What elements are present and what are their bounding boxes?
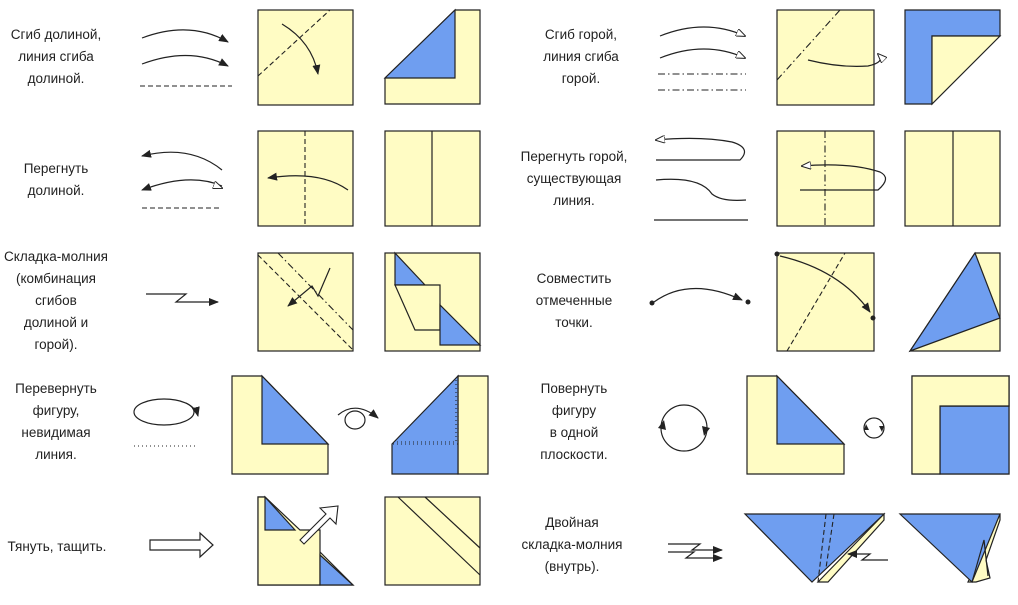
symbol-pull bbox=[149, 531, 214, 559]
label-double-pleat: Двойная складка-молния (внутрь). bbox=[521, 515, 623, 574]
step-pull-after bbox=[384, 496, 481, 586]
step-crease-mountain-before bbox=[776, 130, 887, 227]
symbol-double-pleat bbox=[668, 543, 723, 562]
step-crease-mountain-after bbox=[904, 130, 1001, 227]
step-mountain-fold-after bbox=[904, 9, 1002, 106]
label-rotate: Повернуть фигуру в одной плоскости. bbox=[540, 381, 608, 462]
label-pull: Тянуть, тащить. bbox=[7, 539, 107, 554]
step-match-points-before bbox=[774, 251, 876, 352]
step-crease-valley-after bbox=[384, 130, 481, 227]
label-turn-over: Перевернуть фигуру, невидимая линия. bbox=[15, 381, 97, 462]
label-match-points: Совместить отмеченные точки. bbox=[535, 271, 613, 330]
step-valley-fold-before bbox=[257, 9, 354, 106]
step-valley-fold-after bbox=[383, 8, 481, 105]
symbol-turn-over-small bbox=[337, 407, 379, 430]
label-crease-mountain: Перегнуть горой, существующая линия. bbox=[520, 149, 628, 208]
symbol-pleat bbox=[146, 293, 219, 306]
label-valley-fold: Сгиб долиной, линия сгиба долиной. bbox=[10, 27, 102, 86]
step-turn-over-after bbox=[391, 374, 489, 475]
step-double-pleat-before bbox=[743, 512, 888, 583]
label-pleat: Складка-молния (комбинация сгибов долино… bbox=[4, 249, 108, 352]
symbol-crease-valley bbox=[141, 149, 222, 209]
step-match-points-after bbox=[908, 251, 1001, 353]
symbol-rotate bbox=[658, 404, 710, 452]
label-mountain-fold: Сгиб горой, линия сгиба горой. bbox=[543, 27, 619, 86]
step-crease-valley-before bbox=[257, 130, 354, 227]
step-pull-before bbox=[257, 495, 355, 586]
symbol-turn-over bbox=[133, 398, 200, 447]
symbol-match-points bbox=[649, 287, 751, 306]
step-pleat-before bbox=[257, 252, 354, 352]
step-pleat-after bbox=[384, 251, 482, 352]
symbol-mountain-fold bbox=[658, 26, 746, 91]
label-crease-valley: Перегнуть долиной. bbox=[23, 161, 89, 198]
step-mountain-fold-before bbox=[776, 9, 880, 106]
symbol-crease-mountain bbox=[654, 138, 748, 221]
symbol-valley-fold bbox=[140, 29, 232, 87]
step-rotate-after bbox=[911, 375, 1010, 475]
step-rotate-before bbox=[746, 374, 846, 475]
step-double-pleat-after bbox=[898, 513, 1001, 584]
symbol-rotate-small bbox=[863, 417, 885, 439]
step-turn-over-before bbox=[231, 374, 330, 475]
